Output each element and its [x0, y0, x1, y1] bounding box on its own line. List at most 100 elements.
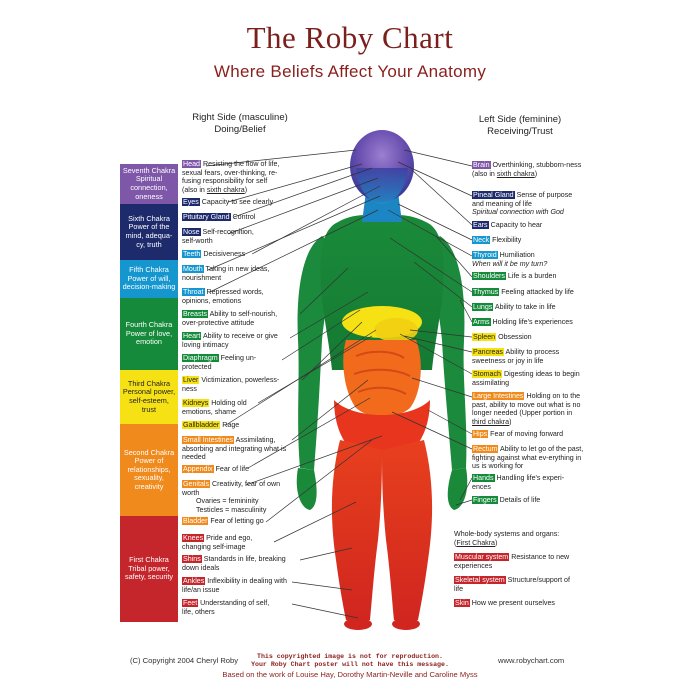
- organ-meaning: Flexibility: [490, 236, 522, 244]
- organ-meaning: Self-recognition, self-worth: [182, 228, 254, 245]
- right-hand: [296, 468, 317, 510]
- organ-tag: Gallbladder: [182, 421, 221, 429]
- right-leg: [331, 440, 382, 620]
- chakra-reference: sixth chakra: [496, 169, 535, 178]
- system-meaning: Resistance to new experiences: [454, 553, 570, 570]
- organ-label: Nose Self-recognition, self-worth: [182, 228, 266, 245]
- organ-meaning: Ability to self-nourish, over-protective…: [182, 310, 278, 327]
- organ-meaning: Ability to let go of the past, fighting …: [472, 445, 584, 470]
- organ-label: Thymus Feeling attacked by life: [472, 288, 588, 297]
- organ-tag: Pancreas: [472, 348, 504, 356]
- chakra-name: Sixth Chakra: [128, 213, 170, 223]
- chakra-name: Second Chakra: [123, 447, 175, 457]
- organ-tag: Nose: [182, 228, 201, 236]
- chakra-desc: Spiritual: [135, 174, 163, 184]
- credit-line: Based on the work of Louise Hay, Dorothy…: [222, 670, 478, 679]
- whole-body-items: Muscular system Resistance to new experi…: [454, 553, 580, 608]
- organ-meaning: Feeling attacked by life: [499, 288, 574, 296]
- organ-tag: Thymus: [472, 288, 500, 296]
- organ-tag: Feet: [182, 599, 199, 607]
- organ-label: Arms Holding life's experiences: [472, 318, 592, 327]
- organ-tag: Neck: [472, 236, 491, 244]
- organ-meaning: Rage: [220, 421, 240, 429]
- organ-sub-note: Ovaries = femininity: [196, 497, 259, 505]
- left-pointer-lines: [387, 149, 473, 506]
- organ-label: Neck Flexibility: [472, 236, 584, 245]
- organ-label: Head Resisting the flow of life, sexual …: [182, 160, 294, 194]
- organ-italic-note: When will it be my turn?: [472, 259, 548, 268]
- organ-label: Ears Capacity to hear: [472, 221, 584, 230]
- organ-label: Knees Pride and ego, changing self-image: [182, 534, 282, 551]
- organ-label: Shoulders Life is a burden: [472, 272, 584, 281]
- organ-label: Eyes Capacity to see clearly: [182, 198, 292, 207]
- chakra-desc: connection,: [130, 183, 168, 192]
- organ-meaning: Handling life's experi-ences: [472, 474, 565, 491]
- organ-label: Stomach Digesting ideas to begin assimil…: [472, 370, 584, 387]
- right-pointer-lines: [205, 149, 383, 619]
- organ-meaning: Fear of life: [213, 465, 250, 473]
- organ-tag: Shoulders: [472, 272, 506, 280]
- organ-tag: Rectum: [472, 445, 499, 453]
- organ-extra-suffix: ): [509, 417, 512, 426]
- chakra-desc: oneness: [135, 191, 163, 201]
- organ-extra-suffix: ): [534, 169, 538, 178]
- organ-meaning: Decisiveness: [201, 250, 246, 258]
- system-meaning: Structure/support of life: [454, 576, 570, 593]
- organ-meaning: Standards in life, breaking down ideals: [182, 555, 286, 572]
- reproduction-note-line2: Your Roby Chart poster will not have thi…: [251, 661, 449, 668]
- chakra-desc: emotion: [136, 337, 162, 347]
- organ-tag: Arms: [472, 318, 491, 326]
- chakra-reference: sixth chakra: [206, 185, 245, 194]
- organ-meaning: Victimization, powerless-ness: [182, 376, 280, 393]
- chakra-desc: cy, truth: [136, 239, 162, 249]
- organ-extra-prefix: (also in: [182, 185, 207, 194]
- organ-extra-prefix: (also in: [472, 169, 497, 178]
- chakra-name: Seventh Chakra: [122, 165, 176, 175]
- organ-label: Mouth Taking in new ideas, nourishment: [182, 265, 286, 282]
- organ-tag: Diaphragm: [182, 354, 219, 362]
- organ-meaning: Capacity to hear: [488, 221, 543, 229]
- whole-body-item: Skeletal system Structure/support of lif…: [454, 576, 580, 593]
- organ-meaning: Ability to take in life: [493, 303, 556, 311]
- chakra-desc: self-esteem,: [129, 396, 169, 405]
- chakra-reference: third chakra: [472, 417, 510, 426]
- left-foot: [392, 618, 420, 630]
- left-side-subtitle: Receiving/Trust: [487, 126, 553, 137]
- organ-tag: Hands: [472, 474, 495, 482]
- organ-tag: Appendix: [182, 465, 214, 473]
- organ-tag: Mouth: [182, 265, 204, 273]
- organ-tag: Shins: [182, 555, 202, 563]
- organ-meaning: Feeling un-protected: [182, 354, 257, 371]
- organ-meaning: Creativity, fear of own worth: [182, 480, 281, 497]
- organ-tag: Ankles: [182, 577, 206, 585]
- organ-label: Small Intestines Assimilating, absorbing…: [182, 436, 290, 462]
- reproduction-note: This copyrighted image is not for reprod…: [0, 653, 700, 669]
- organ-meaning: Holding old emotions, shame: [182, 399, 247, 416]
- organ-label: Diaphragm Feeling un-protected: [182, 354, 268, 371]
- organ-label: Pancreas Ability to process sweetness or…: [472, 348, 584, 365]
- organ-tag: Pituitary Gland: [182, 213, 231, 221]
- right-side-subtitle: Doing/Belief: [214, 124, 266, 135]
- whole-body-heading: Whole-body systems and organs:: [454, 530, 560, 538]
- whole-body-systems: Whole-body systems and organs: (First Ch…: [454, 530, 580, 614]
- organ-tag: Hips: [472, 430, 489, 438]
- organ-meaning: Ability to receive or give loving intima…: [182, 332, 278, 349]
- whole-body-item: Muscular system Resistance to new experi…: [454, 553, 580, 570]
- website-link[interactable]: www.robychart.com: [498, 656, 565, 665]
- chakra-desc: trust: [141, 404, 157, 414]
- organ-tag: Ears: [472, 221, 489, 229]
- face: [356, 168, 408, 204]
- organ-label: Pineal Gland Sense of purpose and meanin…: [472, 191, 584, 217]
- organ-label: Hips Fear of moving forward: [472, 430, 584, 439]
- organ-extra-suffix: ): [244, 185, 248, 194]
- organ-meaning: Understanding of self, life, others: [182, 599, 270, 616]
- organ-meaning: Holding on to the past, ability to move …: [472, 392, 581, 417]
- organ-label: Bladder Fear of letting go: [182, 517, 282, 526]
- organ-label: Feet Understanding of self, life, others: [182, 599, 272, 616]
- organ-meaning: Capacity to see clearly: [199, 198, 274, 206]
- right-side-heading: Right Side (masculine) Doing/Belief: [170, 112, 310, 136]
- organ-tag: Small Intestines: [182, 436, 235, 444]
